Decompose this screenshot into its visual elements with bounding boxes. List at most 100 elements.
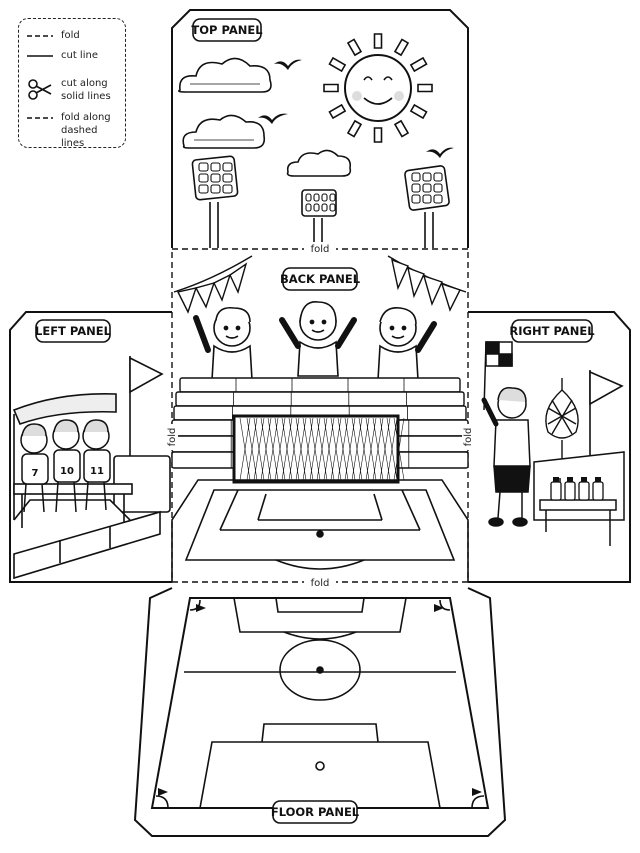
floodlight-bulb <box>329 193 336 202</box>
floodlight-bulb <box>321 193 328 202</box>
sun-ray <box>373 127 383 143</box>
flag-icon <box>589 370 624 466</box>
sun-ray <box>346 38 363 57</box>
floodlight-bulb <box>422 183 432 193</box>
fold-label-right: fold <box>463 428 474 447</box>
sun-ray <box>328 56 347 73</box>
floodlight-bulb <box>411 194 421 204</box>
bottle-icon <box>564 481 576 501</box>
right-panel-label: RIGHT PANEL <box>509 324 595 338</box>
dashed-line-icon <box>27 35 53 37</box>
fold-label-left: fold <box>167 428 178 447</box>
floodlight-bulb <box>222 184 233 194</box>
floodlight-bulb <box>198 162 209 172</box>
right-panel-outline <box>468 311 631 583</box>
sun-icon <box>323 33 433 143</box>
corner-flag-icon <box>158 604 482 796</box>
floodlight-bulb <box>433 183 443 193</box>
legend-cut-text: cut line <box>61 50 98 61</box>
bottle-cap <box>581 477 587 482</box>
legend-fold-instruction-line2: dashed lines <box>61 125 98 149</box>
cloud-icon <box>286 149 352 177</box>
legend-cut-instruction: cut along solid lines <box>27 77 121 103</box>
sun-ray <box>323 83 339 93</box>
sun-ray <box>409 103 428 120</box>
bird-icon <box>274 59 302 70</box>
sun-ray <box>393 119 410 138</box>
legend-fold-text: fold <box>61 30 80 41</box>
floodlight-bulb <box>305 203 312 212</box>
floor-panel-label: FLOOR PANEL <box>271 805 360 819</box>
seated-players <box>20 419 111 513</box>
bottle-icon <box>592 481 604 501</box>
sun-ray <box>373 33 383 49</box>
bird-icon <box>426 147 454 158</box>
bottle-cap <box>567 477 573 482</box>
scissors-icon <box>28 79 52 100</box>
cloud-icon <box>178 57 272 93</box>
floor-panel-outline <box>133 587 507 837</box>
left-panel-outline <box>9 311 172 583</box>
legend-cut-instruction-line2: solid lines <box>61 91 111 102</box>
player-number-11: 11 <box>90 466 104 477</box>
floodlight-bulb <box>422 194 432 204</box>
legend-box: fold cut line cut along solid lines fold… <box>18 18 126 150</box>
floodlight-bulb <box>433 194 443 204</box>
stand-step <box>179 377 461 393</box>
player-number-7: 7 <box>32 468 39 479</box>
legend-fold-instruction-line1: fold along <box>61 112 111 123</box>
bottle-cap <box>553 477 559 482</box>
bird-icon <box>258 113 288 124</box>
floodlight-bulb <box>411 183 421 193</box>
bottle-row <box>550 477 604 501</box>
floodlight-bulb <box>411 172 421 182</box>
top-panel: TOP PANEL <box>171 9 469 248</box>
back-panel-label: BACK PANEL <box>280 272 361 286</box>
floor-pitch-markings <box>150 597 490 809</box>
referee-figure <box>481 341 531 527</box>
stand-step <box>175 391 465 407</box>
floodlight-bulb <box>321 203 328 212</box>
sun-ray <box>346 119 363 138</box>
floodlight-bulb <box>198 184 209 194</box>
solid-line-icon <box>27 55 53 57</box>
legend-fold-instruction: fold along dashed lines <box>27 111 121 150</box>
fold-label-top: fold <box>311 244 330 255</box>
left-panel: LEFT PANEL <box>9 311 172 583</box>
floor-panel: FLOOR PANEL <box>133 587 507 837</box>
player-number-10: 10 <box>60 466 74 477</box>
goal-icon <box>232 414 405 484</box>
fans-group <box>193 301 437 381</box>
floodlight-bulb <box>313 203 320 212</box>
bunting-flags <box>173 255 467 314</box>
floodlight-bulb <box>433 172 443 182</box>
cloud-icon <box>182 114 266 149</box>
floodlight-bulb <box>222 173 233 183</box>
floodlight-bulb <box>210 162 221 172</box>
floodlight-bulb <box>313 193 320 202</box>
sun-ray <box>409 56 428 73</box>
floodlight-bulb <box>210 184 221 194</box>
floodlight-bulb <box>210 173 221 183</box>
back-pitch <box>171 479 469 582</box>
bottle-icon <box>578 481 590 501</box>
dugout <box>12 393 171 580</box>
bottle-cap <box>595 477 601 482</box>
legend-cut: cut line <box>27 49 121 62</box>
back-panel: BACK PANEL <box>171 252 469 582</box>
floodlight-bulb <box>329 203 336 212</box>
sun-ray <box>328 103 347 120</box>
floodlight-bulbs <box>198 162 443 212</box>
left-panel-label: LEFT PANEL <box>35 324 112 338</box>
legend-cut-instruction-line1: cut along <box>61 78 108 89</box>
bottle-icon <box>550 481 562 501</box>
dashed-line-icon <box>27 117 53 119</box>
sun-ray <box>417 83 433 93</box>
legend-fold: fold <box>27 29 121 42</box>
floodlight-bulb <box>198 173 209 183</box>
floodlight-bulb <box>222 162 233 172</box>
floodlight-bulb <box>422 172 432 182</box>
sun-ray <box>393 38 410 57</box>
ball-net-icon <box>545 378 579 466</box>
